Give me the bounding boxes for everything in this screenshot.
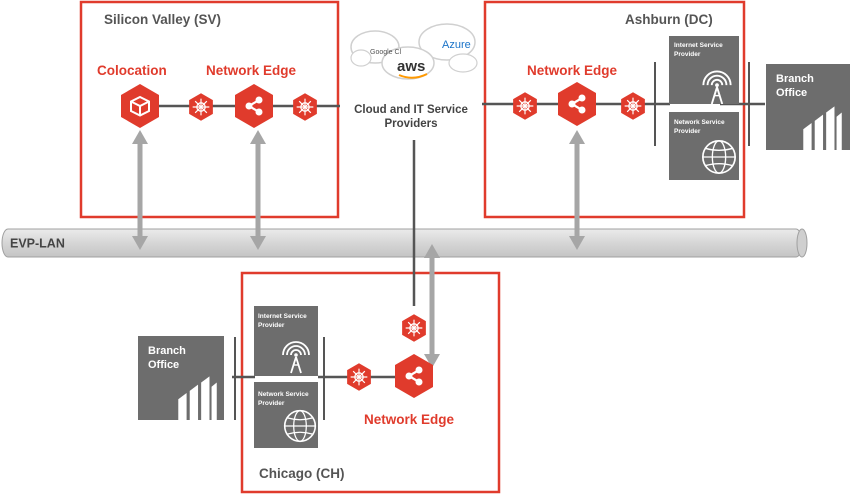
colocation-hex [121, 84, 159, 128]
network-node-icon [402, 314, 426, 342]
network-edge-label-dc: Network Edge [527, 63, 618, 78]
network-node-icon [347, 363, 371, 391]
isp-label-line2: Provider [258, 322, 285, 329]
cloud-icon [350, 23, 478, 80]
region-box-dc [483, 0, 746, 219]
region-title-sv: Silicon Valley (SV) [104, 12, 221, 27]
network-edge-hex-dc [558, 82, 596, 126]
network-node-icon [621, 92, 645, 120]
nsp-label-line1: Network Service [674, 119, 725, 126]
nsp-label-line2: Provider [674, 128, 701, 135]
azure-logo: Azure [442, 39, 471, 51]
evp-lan-bus: EVP-LAN [1, 228, 808, 258]
aws-smile [398, 73, 428, 79]
network-edge-hex-ch [395, 354, 433, 398]
network-node-icon [293, 93, 317, 121]
network-node-icon [513, 92, 537, 120]
region-box-ch [240, 271, 501, 494]
network-edge-label-sv: Network Edge [206, 63, 297, 78]
nsp-label-line1: Network Service [258, 391, 309, 398]
region-title-dc: Ashburn (DC) [625, 12, 713, 27]
nsp-panel-ch: Network Service Provider [254, 382, 318, 448]
google-cloud-logo: Google Cl [370, 49, 402, 56]
network-edge-hex-sv [235, 84, 273, 128]
region-box-sv [79, 0, 340, 219]
arrow-sv-colocation [132, 130, 148, 250]
cloud-label-line1: Cloud and IT Service [354, 104, 468, 116]
cloud-providers: Google Cl Azure aws Cloud and IT Service… [350, 23, 478, 130]
branch-office-dc: Branch Office [766, 64, 850, 150]
nsp-label-line2: Provider [258, 400, 285, 407]
isp-label-line1: Internet Service [258, 313, 307, 320]
branch-label-line1: Branch [148, 345, 186, 357]
network-edge-label-ch: Network Edge [364, 412, 455, 427]
arrow-dc-network-edge [569, 130, 585, 250]
nsp-panel-dc: Network Service Provider [669, 112, 739, 180]
arrow-ch-network-edge [424, 244, 440, 368]
arrow-sv-network-edge [250, 130, 266, 250]
isp-label-line2: Provider [674, 51, 701, 58]
isp-panel-ch: Internet Service Provider [254, 306, 318, 376]
cloud-label-line2: Providers [384, 118, 437, 130]
isp-panel-dc: Internet Service Provider [669, 36, 739, 104]
branch-label-line1: Branch [776, 73, 814, 85]
aws-logo: aws [397, 58, 425, 75]
colocation-label: Colocation [97, 63, 167, 78]
branch-label-line2: Office [776, 87, 807, 99]
region-title-ch: Chicago (CH) [259, 466, 345, 481]
network-node-icon [189, 93, 213, 121]
branch-office-ch: Branch Office [138, 336, 224, 420]
evp-lan-label: EVP-LAN [10, 237, 65, 251]
branch-label-line2: Office [148, 359, 179, 371]
isp-label-line1: Internet Service [674, 42, 723, 49]
